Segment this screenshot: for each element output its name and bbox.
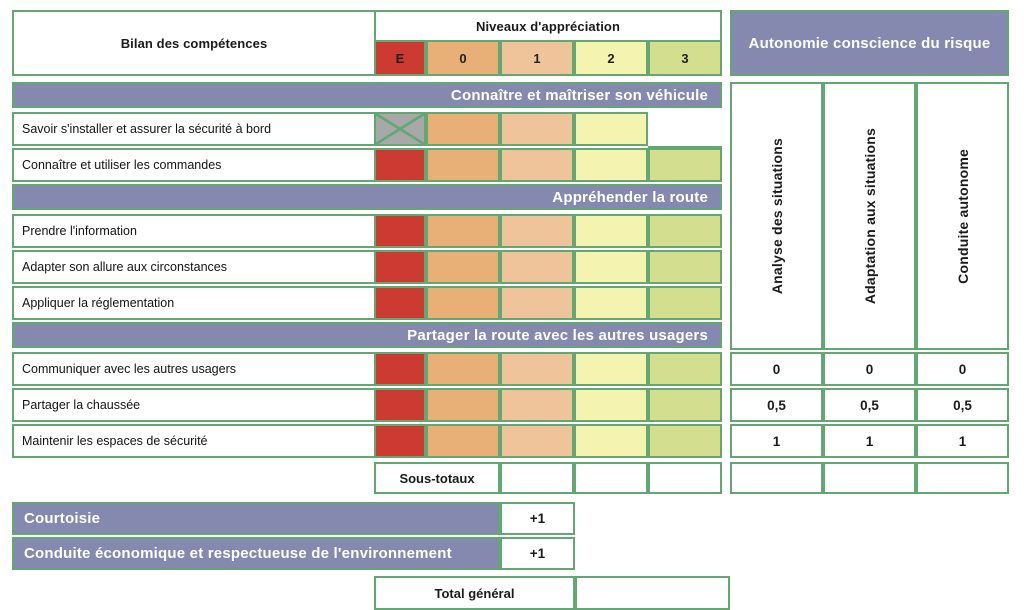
autonomy-cell[interactable]: 0,5 [823,388,916,422]
level-cell-E[interactable] [374,424,426,458]
autonomy-cell[interactable]: 0 [916,352,1009,386]
section-band-0: Connaître et maîtriser son véhicule [12,82,722,108]
bonus-label-0: Courtoisie [12,502,500,535]
level-cell-2[interactable] [574,424,648,458]
level-cell-2[interactable] [574,352,648,386]
level-cell-E[interactable] [374,352,426,386]
subtotal-level-cell[interactable] [574,462,648,494]
subtotal-autonomy-cell[interactable] [730,462,823,494]
competency-label: Partager la chaussée [12,388,376,422]
bonus-label-1: Conduite économique et respectueuse de l… [12,537,500,570]
level-cell-crossed[interactable] [374,112,426,146]
section-band-2: Partager la route avec les autres usager… [12,322,722,348]
competency-label: Adapter son allure aux circonstances [12,250,376,284]
competency-label: Prendre l'information [12,214,376,248]
autonomy-cell[interactable]: 1 [730,424,823,458]
level-cell-3[interactable] [648,250,722,284]
subtotal-autonomy-cell[interactable] [823,462,916,494]
autonomy-column-header-2: Conduite autonome [916,82,1009,350]
level-header-3[interactable]: 3 [648,40,722,76]
autonomy-column-header-0: Analyse des situations [730,82,823,350]
levels-header-title: Niveaux d'appréciation [374,10,722,42]
autonomy-cell[interactable]: 1 [823,424,916,458]
bonus-value-0[interactable]: +1 [500,502,575,535]
autonomy-column-header-1: Adaptation aux situations [823,82,916,350]
subtotals-label: Sous-totaux [374,462,500,494]
competency-label: Appliquer la réglementation [12,286,376,320]
level-cell-1[interactable] [500,112,574,146]
grand-total-label: Total général [374,576,575,610]
level-cell-E[interactable] [374,286,426,320]
level-cell-2[interactable] [574,214,648,248]
level-cell-0[interactable] [426,214,500,248]
competency-label: Maintenir les espaces de sécurité [12,424,376,458]
autonomy-column-label: Conduite autonome [954,148,971,284]
autonomy-cell[interactable]: 0,5 [916,388,1009,422]
competency-label: Communiquer avec les autres usagers [12,352,376,386]
level-cell-3[interactable] [648,388,722,422]
level-cell-1[interactable] [500,148,574,182]
level-cell-3[interactable] [648,352,722,386]
autonomy-column-label: Adaptation aux situations [861,127,878,305]
level-cell-1[interactable] [500,214,574,248]
level-header-E[interactable]: E [374,40,426,76]
level-cell-2[interactable] [574,286,648,320]
autonomy-cell[interactable]: 0,5 [730,388,823,422]
level-cell-3[interactable] [648,286,722,320]
level-cell-0[interactable] [426,148,500,182]
level-cell-0[interactable] [426,250,500,284]
level-cell-2[interactable] [574,148,648,182]
autonomy-column-label: Analyse des situations [768,137,785,295]
autonomy-cell[interactable]: 0 [730,352,823,386]
level-cell-1[interactable] [500,286,574,320]
autonomy-cell[interactable]: 1 [916,424,1009,458]
subtotal-level-cell[interactable] [648,462,722,494]
level-cell-3[interactable] [648,424,722,458]
level-header-0[interactable]: 0 [426,40,500,76]
level-cell-1[interactable] [500,250,574,284]
level-cell-0[interactable] [426,286,500,320]
level-cell-0[interactable] [426,352,500,386]
competency-label: Savoir s'installer et assurer la sécurit… [12,112,376,146]
level-cell-1[interactable] [500,388,574,422]
autonomy-cell[interactable]: 0 [823,352,916,386]
section-band-1: Appréhender la route [12,184,722,210]
grand-total-value[interactable] [575,576,730,610]
page-title: Bilan des compétences [12,10,376,76]
level-cell-0[interactable] [426,424,500,458]
competency-label: Connaître et utiliser les commandes [12,148,376,182]
level-cell-E[interactable] [374,388,426,422]
level-cell-2[interactable] [574,250,648,284]
subtotal-level-cell[interactable] [500,462,574,494]
level-cell-3[interactable] [648,148,722,182]
level-cell-E[interactable] [374,250,426,284]
level-cell-0[interactable] [426,112,500,146]
subtotal-autonomy-cell[interactable] [916,462,1009,494]
autonomy-header-title: Autonomie conscience du risque [730,10,1009,76]
level-cell-3[interactable] [648,214,722,248]
level-cell-2[interactable] [574,112,648,146]
level-cell-E[interactable] [374,214,426,248]
level-cell-1[interactable] [500,352,574,386]
level-header-1[interactable]: 1 [500,40,574,76]
bonus-value-1[interactable]: +1 [500,537,575,570]
level-cell-0[interactable] [426,388,500,422]
level-header-2[interactable]: 2 [574,40,648,76]
level-cell-1[interactable] [500,424,574,458]
level-cell-2[interactable] [574,388,648,422]
level-cell-E[interactable] [374,148,426,182]
